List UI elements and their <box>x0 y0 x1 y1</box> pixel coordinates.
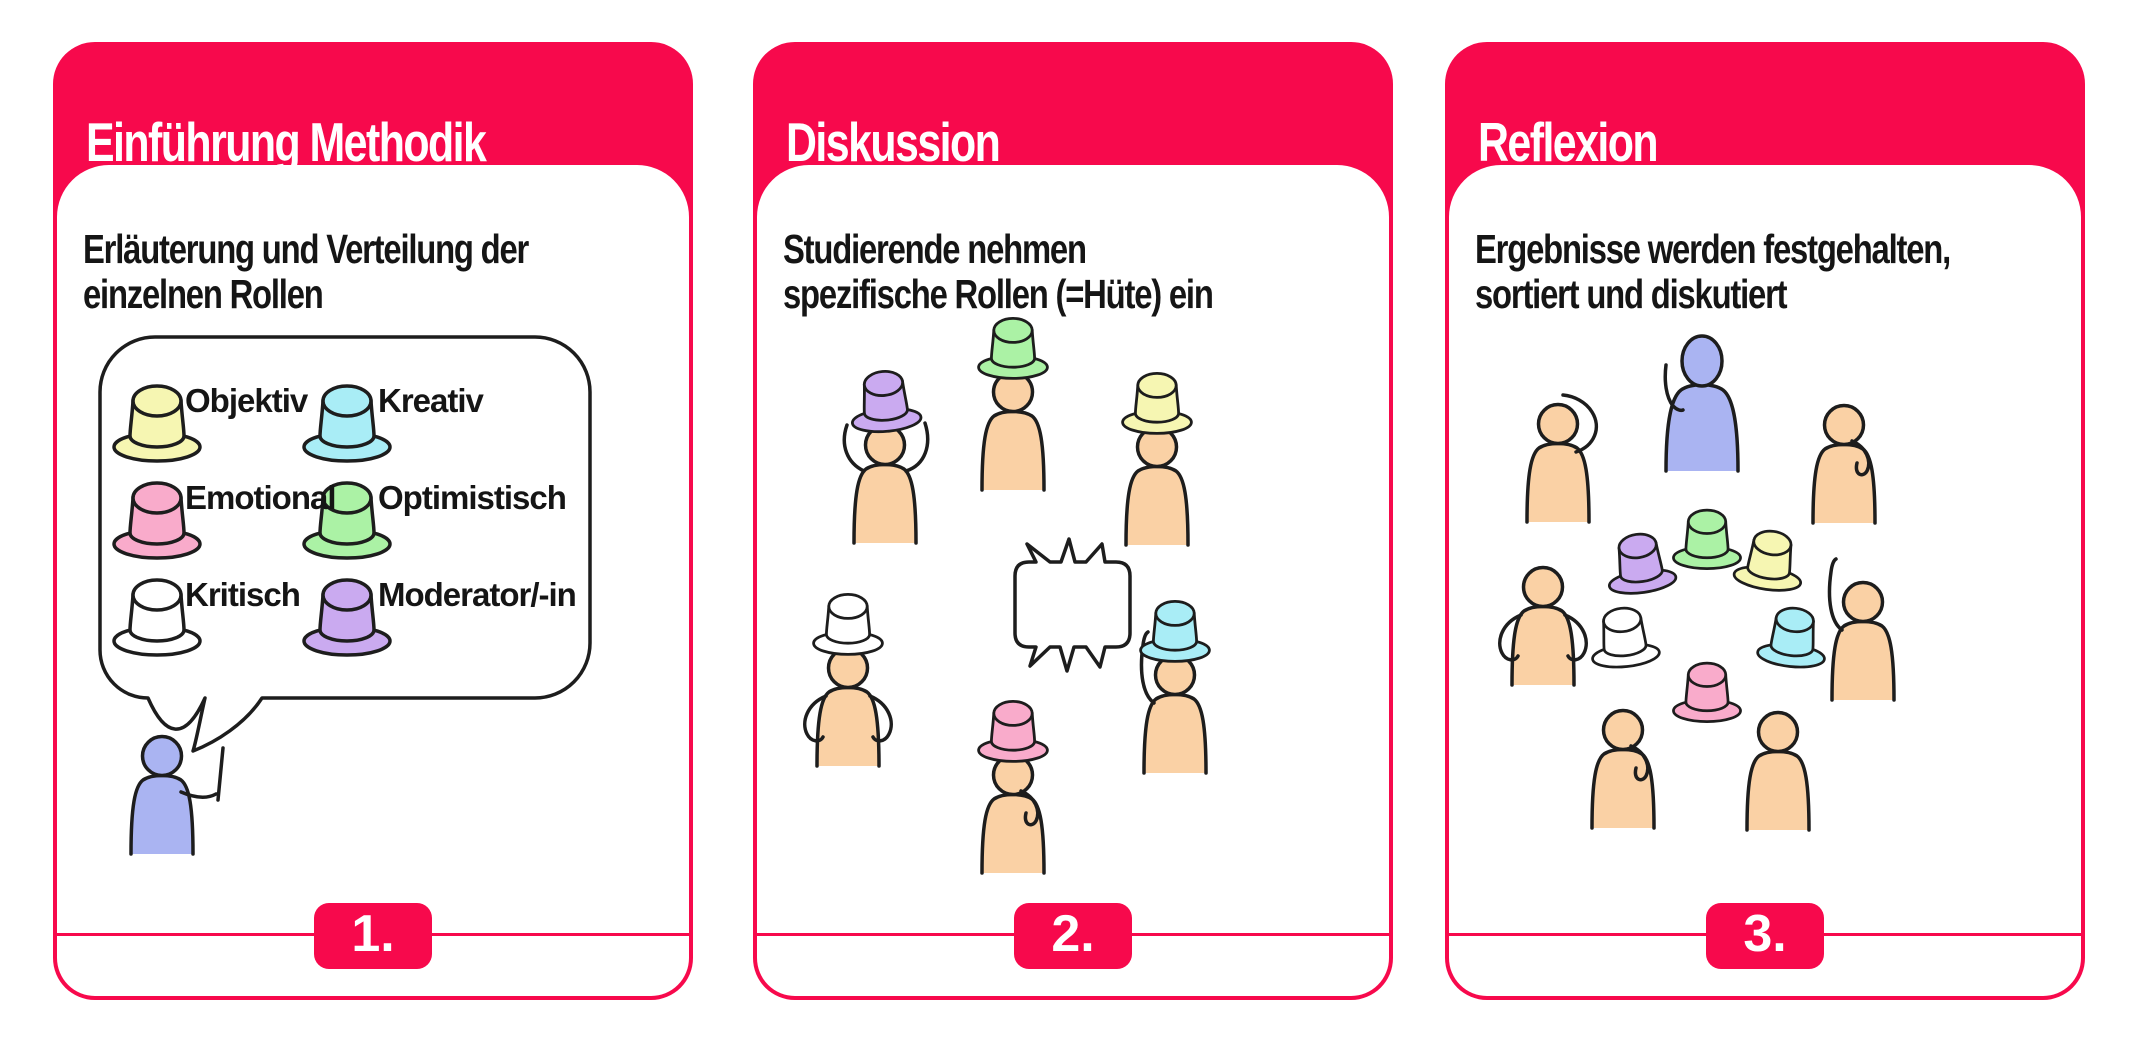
card-description: Erläuterung und Verteilung der einzelnen… <box>83 227 639 317</box>
hat-icon-cyan <box>1755 603 1831 672</box>
card-title-text: Einführung Methodik <box>86 110 487 173</box>
description-line-2: sortiert und diskutiert <box>1475 271 1788 317</box>
student-figure-green-hat <box>977 316 1049 492</box>
role-label-emotional: Emotional <box>185 479 337 516</box>
card-einfuehrung: Einführung Methodik Erläuterung und Vert… <box>53 42 693 1000</box>
hat-icon-green <box>1672 508 1742 571</box>
moderator-figure <box>1663 334 1740 473</box>
description-line-2: einzelnen Rollen <box>83 271 324 317</box>
hat-icon-purple <box>1601 528 1679 599</box>
step-number: 1. <box>351 905 395 963</box>
einfuehrung-illustration <box>98 335 592 856</box>
card-description: Ergebnisse werden festgehalten, sortiert… <box>1475 227 2069 317</box>
card-title: Diskussion <box>786 113 1059 171</box>
step-badge-1: 1. <box>314 903 432 969</box>
role-label-kreativ: Kreativ <box>378 382 484 419</box>
diskussion-illustration <box>803 316 1211 875</box>
hat-icon-white <box>1586 603 1662 672</box>
student-figure-standing <box>1745 710 1811 832</box>
reflexion-illustration <box>1498 334 1896 832</box>
description-line-2: spezifische Rollen (=Hüte) ein <box>783 271 1214 317</box>
role-label-optimistisch: Optimistisch <box>378 479 567 516</box>
card-title: Einführung Methodik <box>86 113 598 171</box>
step-number: 3. <box>1743 905 1787 963</box>
student-figure-hand-raised <box>1827 557 1896 702</box>
card-reflexion: Reflexion <box>1445 42 2085 1000</box>
step-badge-2: 2. <box>1014 903 1132 969</box>
student-figure-hand-on-chin-2 <box>1590 708 1656 830</box>
card-description: Studierende nehmen spezifische Rollen (=… <box>783 227 1320 317</box>
hat-icon-pink <box>1672 661 1742 724</box>
hat-icon-yellow <box>1121 371 1193 435</box>
student-figure-purple-hat <box>842 367 930 545</box>
role-label-moderator: Moderator/-in <box>378 576 577 613</box>
student-figure-yellow-hat <box>1121 371 1193 547</box>
card-title-text: Reflexion <box>1478 110 1659 173</box>
description-line-1: Ergebnisse werden festgehalten, <box>1475 226 1951 272</box>
card-title: Reflexion <box>1478 113 1708 171</box>
step-badge-3: 3. <box>1706 903 1824 969</box>
student-figure-hand-on-chin <box>1811 403 1877 525</box>
hat-icon-cyan <box>1139 600 1211 663</box>
description-line-1: Erläuterung und Verteilung der <box>83 226 529 272</box>
student-figure-arms-on-hips <box>1498 565 1588 687</box>
card-title-text: Diskussion <box>786 110 1001 173</box>
step-number: 2. <box>1051 905 1095 963</box>
role-label-objektiv: Objektiv <box>185 382 308 419</box>
presenter-figure <box>129 734 225 856</box>
student-figure-white-hat <box>803 593 893 768</box>
student-figure-scratching-head <box>1525 393 1599 524</box>
student-figure-pink-hat <box>977 700 1049 875</box>
description-line-1: Studierende nehmen <box>783 226 1087 272</box>
hat-icon-white <box>812 593 884 656</box>
hat-icon-green <box>977 316 1049 380</box>
student-figure-cyan-hat <box>1139 600 1211 775</box>
hat-icon-purple <box>846 367 924 436</box>
shout-bubble <box>1013 537 1132 673</box>
hat-icon-yellow <box>1731 525 1809 596</box>
card-diskussion: Diskussion <box>753 42 1393 1000</box>
hat-icon-pink <box>977 700 1049 763</box>
role-label-kritisch: Kritisch <box>185 576 301 613</box>
